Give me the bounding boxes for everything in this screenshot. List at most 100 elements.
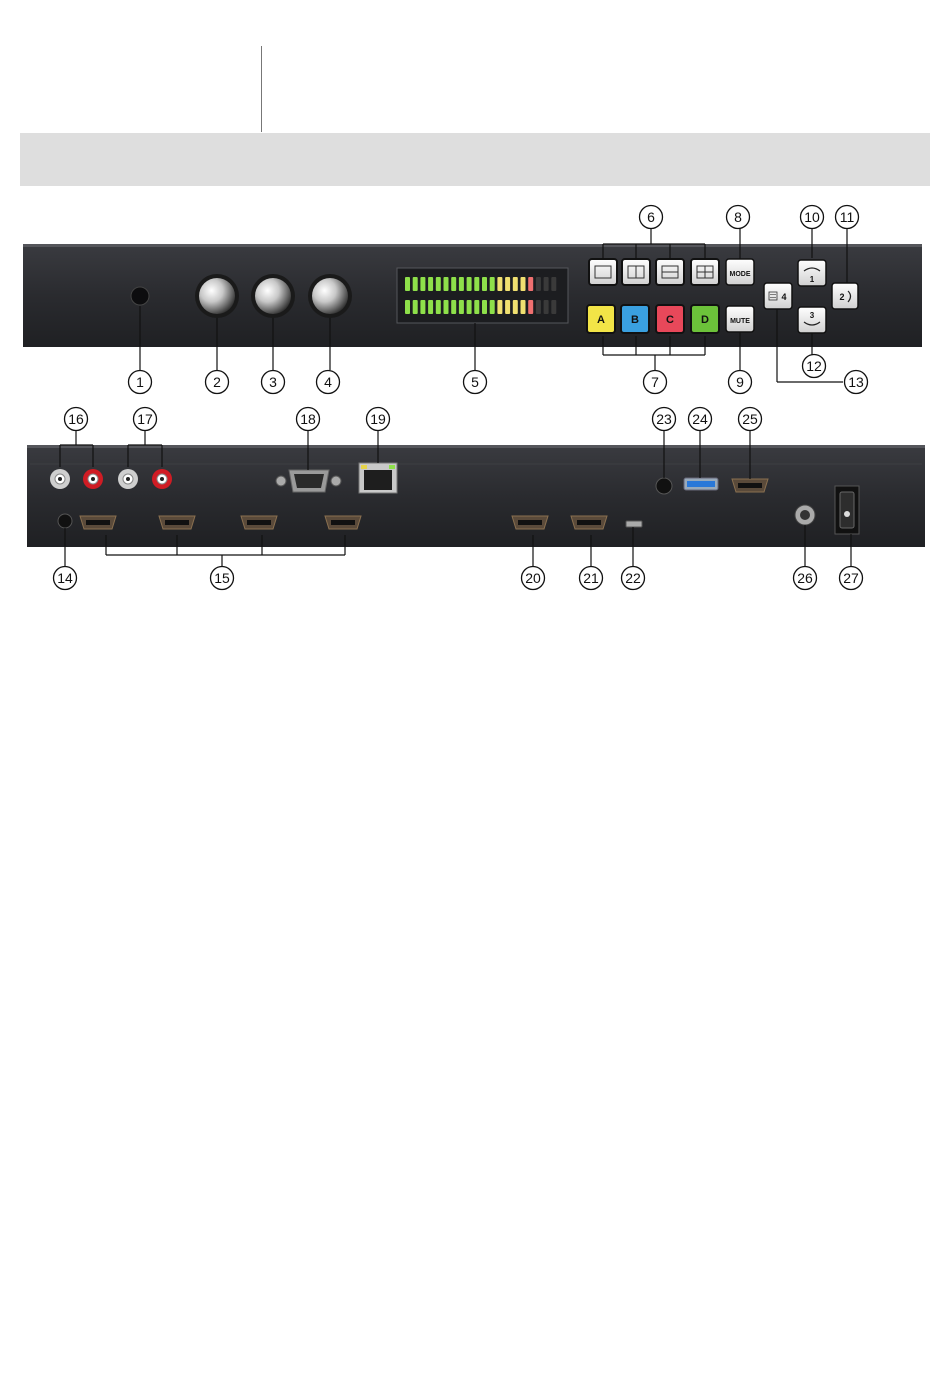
rca-input-red-1[interactable]	[83, 469, 103, 489]
nav-left-label: 4	[781, 292, 786, 302]
source-button-a-label: A	[597, 314, 605, 326]
source-button-b[interactable]: B	[621, 305, 649, 333]
source-button-b-label: B	[631, 314, 639, 326]
callout-label: 14	[57, 570, 73, 586]
callout-16: 16	[65, 408, 88, 431]
rca-input-white-1[interactable]	[50, 469, 70, 489]
callout-23: 23	[653, 408, 676, 431]
front-panel: MODE A B C D MUTE	[23, 244, 922, 347]
callout-label: 20	[525, 570, 541, 586]
rca-input-white-2[interactable]	[118, 469, 138, 489]
knob-icon	[199, 278, 235, 314]
led-segment	[420, 300, 425, 314]
callout-label: 22	[625, 570, 641, 586]
mode-button[interactable]: MODE	[726, 259, 754, 285]
power-connector[interactable]	[795, 505, 815, 525]
hdmi-input-3[interactable]	[241, 516, 277, 529]
led-segment	[436, 277, 441, 291]
led-segment	[413, 300, 418, 314]
hdmi-input-2[interactable]	[159, 516, 195, 529]
layout-button-pip[interactable]	[656, 259, 684, 285]
front-panel-top-edge	[23, 244, 922, 247]
led-segment	[528, 300, 533, 314]
source-button-a[interactable]: A	[587, 305, 615, 333]
ethernet-port[interactable]	[359, 463, 397, 493]
power-switch[interactable]	[835, 486, 859, 534]
callout-label: 25	[742, 411, 758, 427]
callout-17: 17	[134, 408, 157, 431]
led-segment	[482, 300, 487, 314]
callout-10: 10	[801, 206, 824, 229]
ethernet-led-icon	[389, 465, 395, 469]
callout-label: 7	[651, 374, 659, 390]
callout-14: 14	[54, 567, 77, 590]
led-segment	[436, 300, 441, 314]
callout-24: 24	[689, 408, 712, 431]
led-segment	[490, 300, 495, 314]
knob-3[interactable]	[251, 274, 295, 318]
callout-6: 6	[640, 206, 663, 229]
knob-4[interactable]	[308, 274, 352, 318]
source-button-c[interactable]: C	[656, 305, 684, 333]
led-segment	[551, 277, 556, 291]
nav-up-button[interactable]: 1	[798, 260, 826, 286]
led-segment	[413, 277, 418, 291]
callout-3: 3	[262, 371, 285, 394]
callout-5: 5	[464, 371, 487, 394]
led-segment	[521, 277, 526, 291]
level-meter	[397, 268, 568, 323]
layout-button-quad[interactable]	[691, 259, 719, 285]
rca-input-red-2[interactable]	[152, 469, 172, 489]
led-segment	[451, 277, 456, 291]
nav-down-label: 3	[810, 311, 815, 320]
callout-label: 16	[68, 411, 84, 427]
knob-2[interactable]	[195, 274, 239, 318]
callout-11: 11	[836, 206, 859, 229]
callout-label: 23	[656, 411, 672, 427]
led-segment	[451, 300, 456, 314]
led-segment	[428, 277, 433, 291]
callout-7: 7	[644, 371, 667, 394]
nav-up-label: 1	[810, 275, 815, 284]
layout-button-single[interactable]	[589, 259, 617, 285]
hdmi-port-25[interactable]	[732, 479, 768, 492]
callout-label: 24	[692, 411, 708, 427]
audio-jack-out[interactable]	[656, 478, 672, 494]
mute-button[interactable]: MUTE	[726, 306, 754, 332]
callout-label: 4	[324, 374, 332, 390]
callout-21: 21	[580, 567, 603, 590]
led-segment	[482, 277, 487, 291]
led-segment	[420, 277, 425, 291]
hdmi-output-1[interactable]	[512, 516, 548, 529]
source-button-c-label: C	[666, 314, 674, 326]
led-segment	[444, 277, 449, 291]
hdmi-input-4[interactable]	[325, 516, 361, 529]
led-segment	[459, 300, 464, 314]
hdmi-output-2[interactable]	[571, 516, 607, 529]
knob-icon	[312, 278, 348, 314]
hdmi-input-1[interactable]	[80, 516, 116, 529]
layout-button-side-by-side[interactable]	[622, 259, 650, 285]
audio-jack-in[interactable]	[58, 514, 72, 528]
callout-4: 4	[317, 371, 340, 394]
led-segment	[490, 277, 495, 291]
mute-button-label: MUTE	[730, 318, 750, 325]
nav-left-button[interactable]: 4	[764, 283, 792, 309]
nav-right-button[interactable]: 2	[832, 283, 858, 309]
led-segment	[497, 300, 502, 314]
callout-9: 9	[729, 371, 752, 394]
led-segment	[521, 300, 526, 314]
led-segment	[474, 277, 479, 291]
usb-port[interactable]	[684, 478, 718, 490]
source-button-d-label: D	[701, 314, 709, 326]
callout-1: 1	[129, 371, 152, 394]
callout-label: 17	[137, 411, 153, 427]
callout-label: 3	[269, 374, 277, 390]
callout-label: 21	[583, 570, 599, 586]
source-button-d[interactable]: D	[691, 305, 719, 333]
led-segment	[405, 300, 410, 314]
micro-usb-port[interactable]	[626, 521, 642, 527]
mode-button-label: MODE	[730, 271, 751, 278]
nav-down-button[interactable]: 3	[798, 307, 826, 333]
